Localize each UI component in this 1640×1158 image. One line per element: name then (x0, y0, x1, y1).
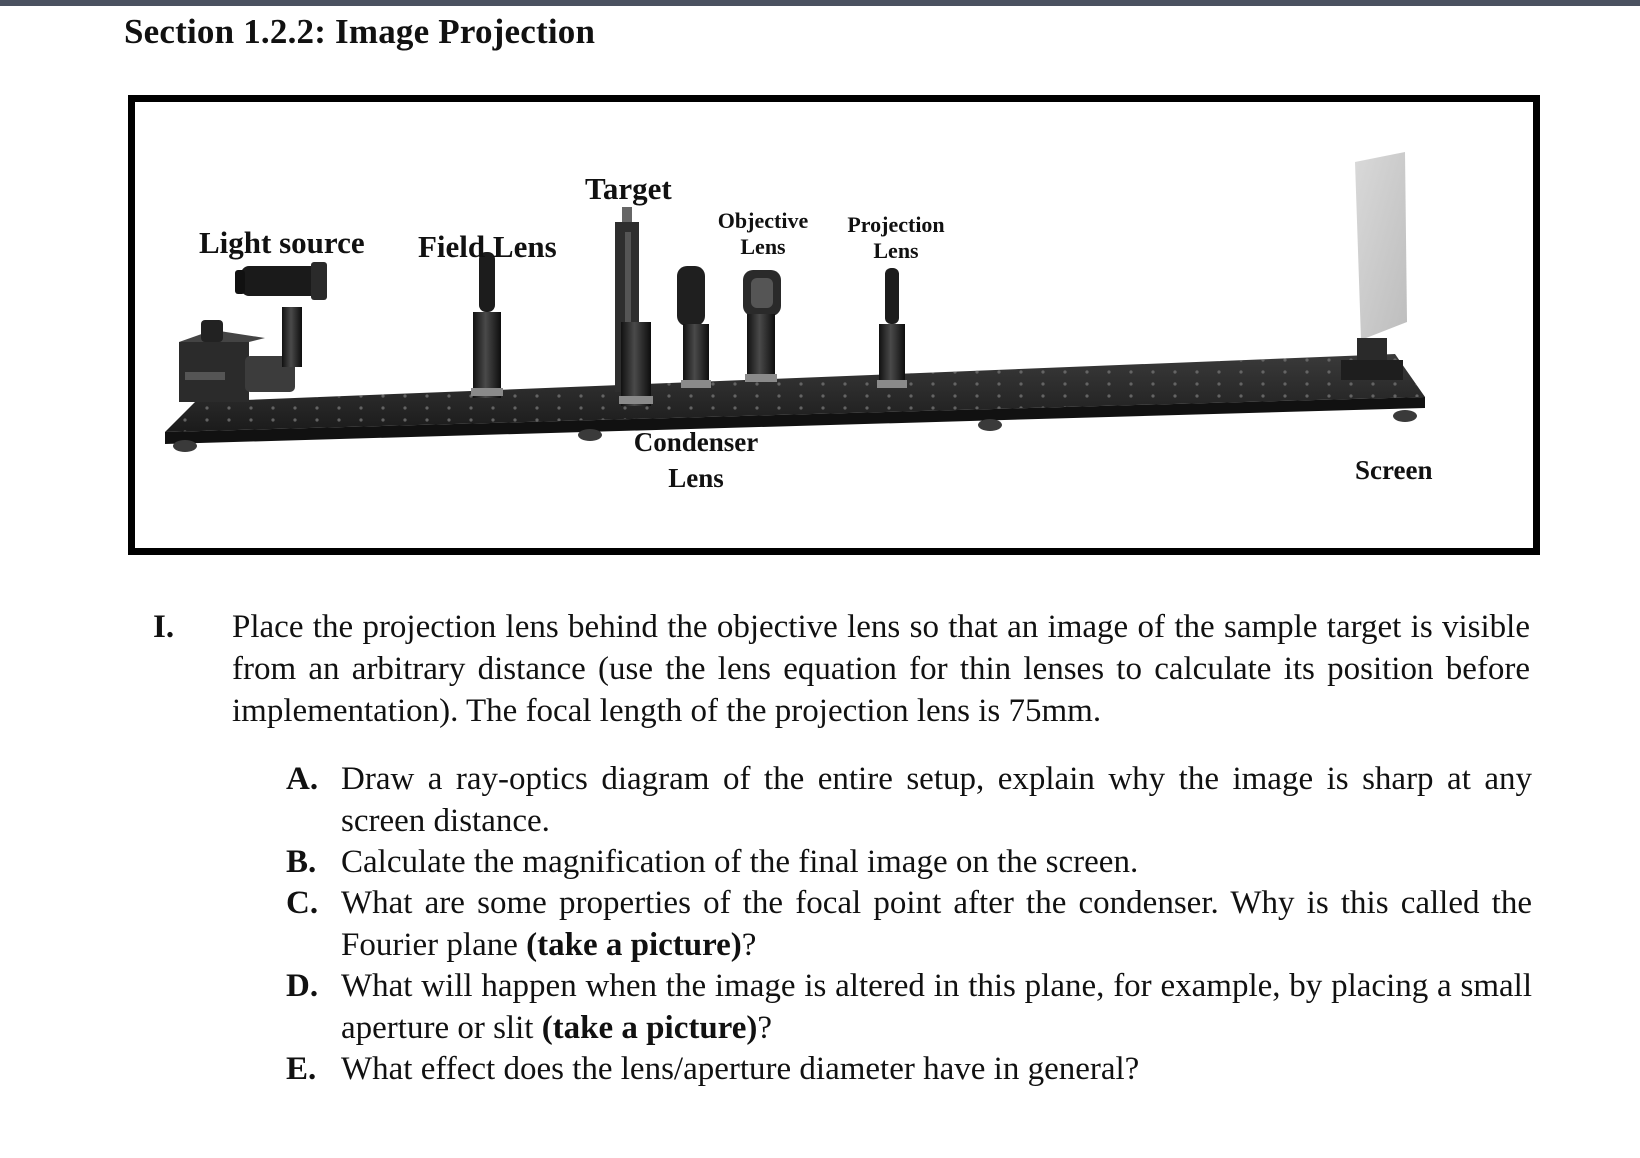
breadboard (165, 354, 1425, 452)
optical-setup-figure: Light source Field Lens Target Objective… (128, 95, 1540, 555)
label-objective-lens: Objective Lens (713, 208, 813, 261)
label-projection-line1: Projection (847, 212, 945, 237)
subquestion-marker: A. (286, 761, 319, 797)
label-objective-line2: Lens (740, 234, 786, 260)
top-window-bar (0, 0, 1640, 6)
question-text: Place the projection lens behind the obj… (232, 609, 1530, 729)
label-field-lens: Field Lens (418, 229, 557, 264)
field-lens-mount (471, 252, 503, 398)
subquestion-text: Draw a ray-optics diagram of the entire … (341, 761, 1532, 839)
optical-bench-illustration (165, 152, 1425, 452)
label-condenser-line2: Lens (668, 463, 724, 493)
question-marker: I. (153, 609, 175, 645)
subquestion-b: B. Calculate the magnification of the fi… (286, 842, 1532, 884)
subquestion-tail: ? (741, 926, 757, 963)
subquestion-c: C. What are some properties of the focal… (286, 883, 1532, 966)
take-picture-note: (take a picture) (526, 926, 742, 963)
target-mount (615, 207, 653, 406)
objective-lens-mount (743, 270, 781, 382)
projection-lens-mount (877, 268, 907, 388)
label-target: Target (585, 171, 672, 206)
subquestion-tail: ? (757, 1009, 773, 1046)
label-condenser-line1: Condenser (633, 427, 759, 457)
screen-mount (1341, 152, 1407, 380)
label-projection-lens: Projection Lens (841, 212, 951, 265)
subquestion-text: What will happen when the image is alter… (341, 968, 1532, 1046)
subquestion-marker: B. (286, 844, 317, 880)
subquestion-marker: E. (286, 1051, 317, 1087)
subquestion-text: What are some properties of the focal po… (341, 885, 1532, 963)
subquestion-marker: D. (286, 968, 319, 1004)
light-source-device (179, 262, 327, 402)
section-title: Section 1.2.2: Image Projection (124, 12, 596, 51)
subquestion-d: D. What will happen when the image is al… (286, 966, 1532, 1049)
label-light-source: Light source (199, 225, 365, 260)
label-projection-line2: Lens (873, 238, 919, 264)
subquestion-a: A. Draw a ray-optics diagram of the enti… (286, 759, 1532, 842)
subquestion-e: E. What effect does the lens/aperture di… (286, 1049, 1532, 1091)
label-screen: Screen (1355, 455, 1433, 485)
condenser-lens-mount (677, 266, 711, 388)
subquestion-marker: C. (286, 885, 319, 921)
label-objective-line1: Objective (717, 208, 809, 233)
label-condenser-lens: Condenser Lens (621, 424, 771, 496)
take-picture-note: (take a picture) (541, 1009, 758, 1046)
subquestion-text: Calculate the magnification of the final… (341, 844, 1139, 880)
subquestion-text: What effect does the lens/aperture diame… (341, 1051, 1140, 1087)
